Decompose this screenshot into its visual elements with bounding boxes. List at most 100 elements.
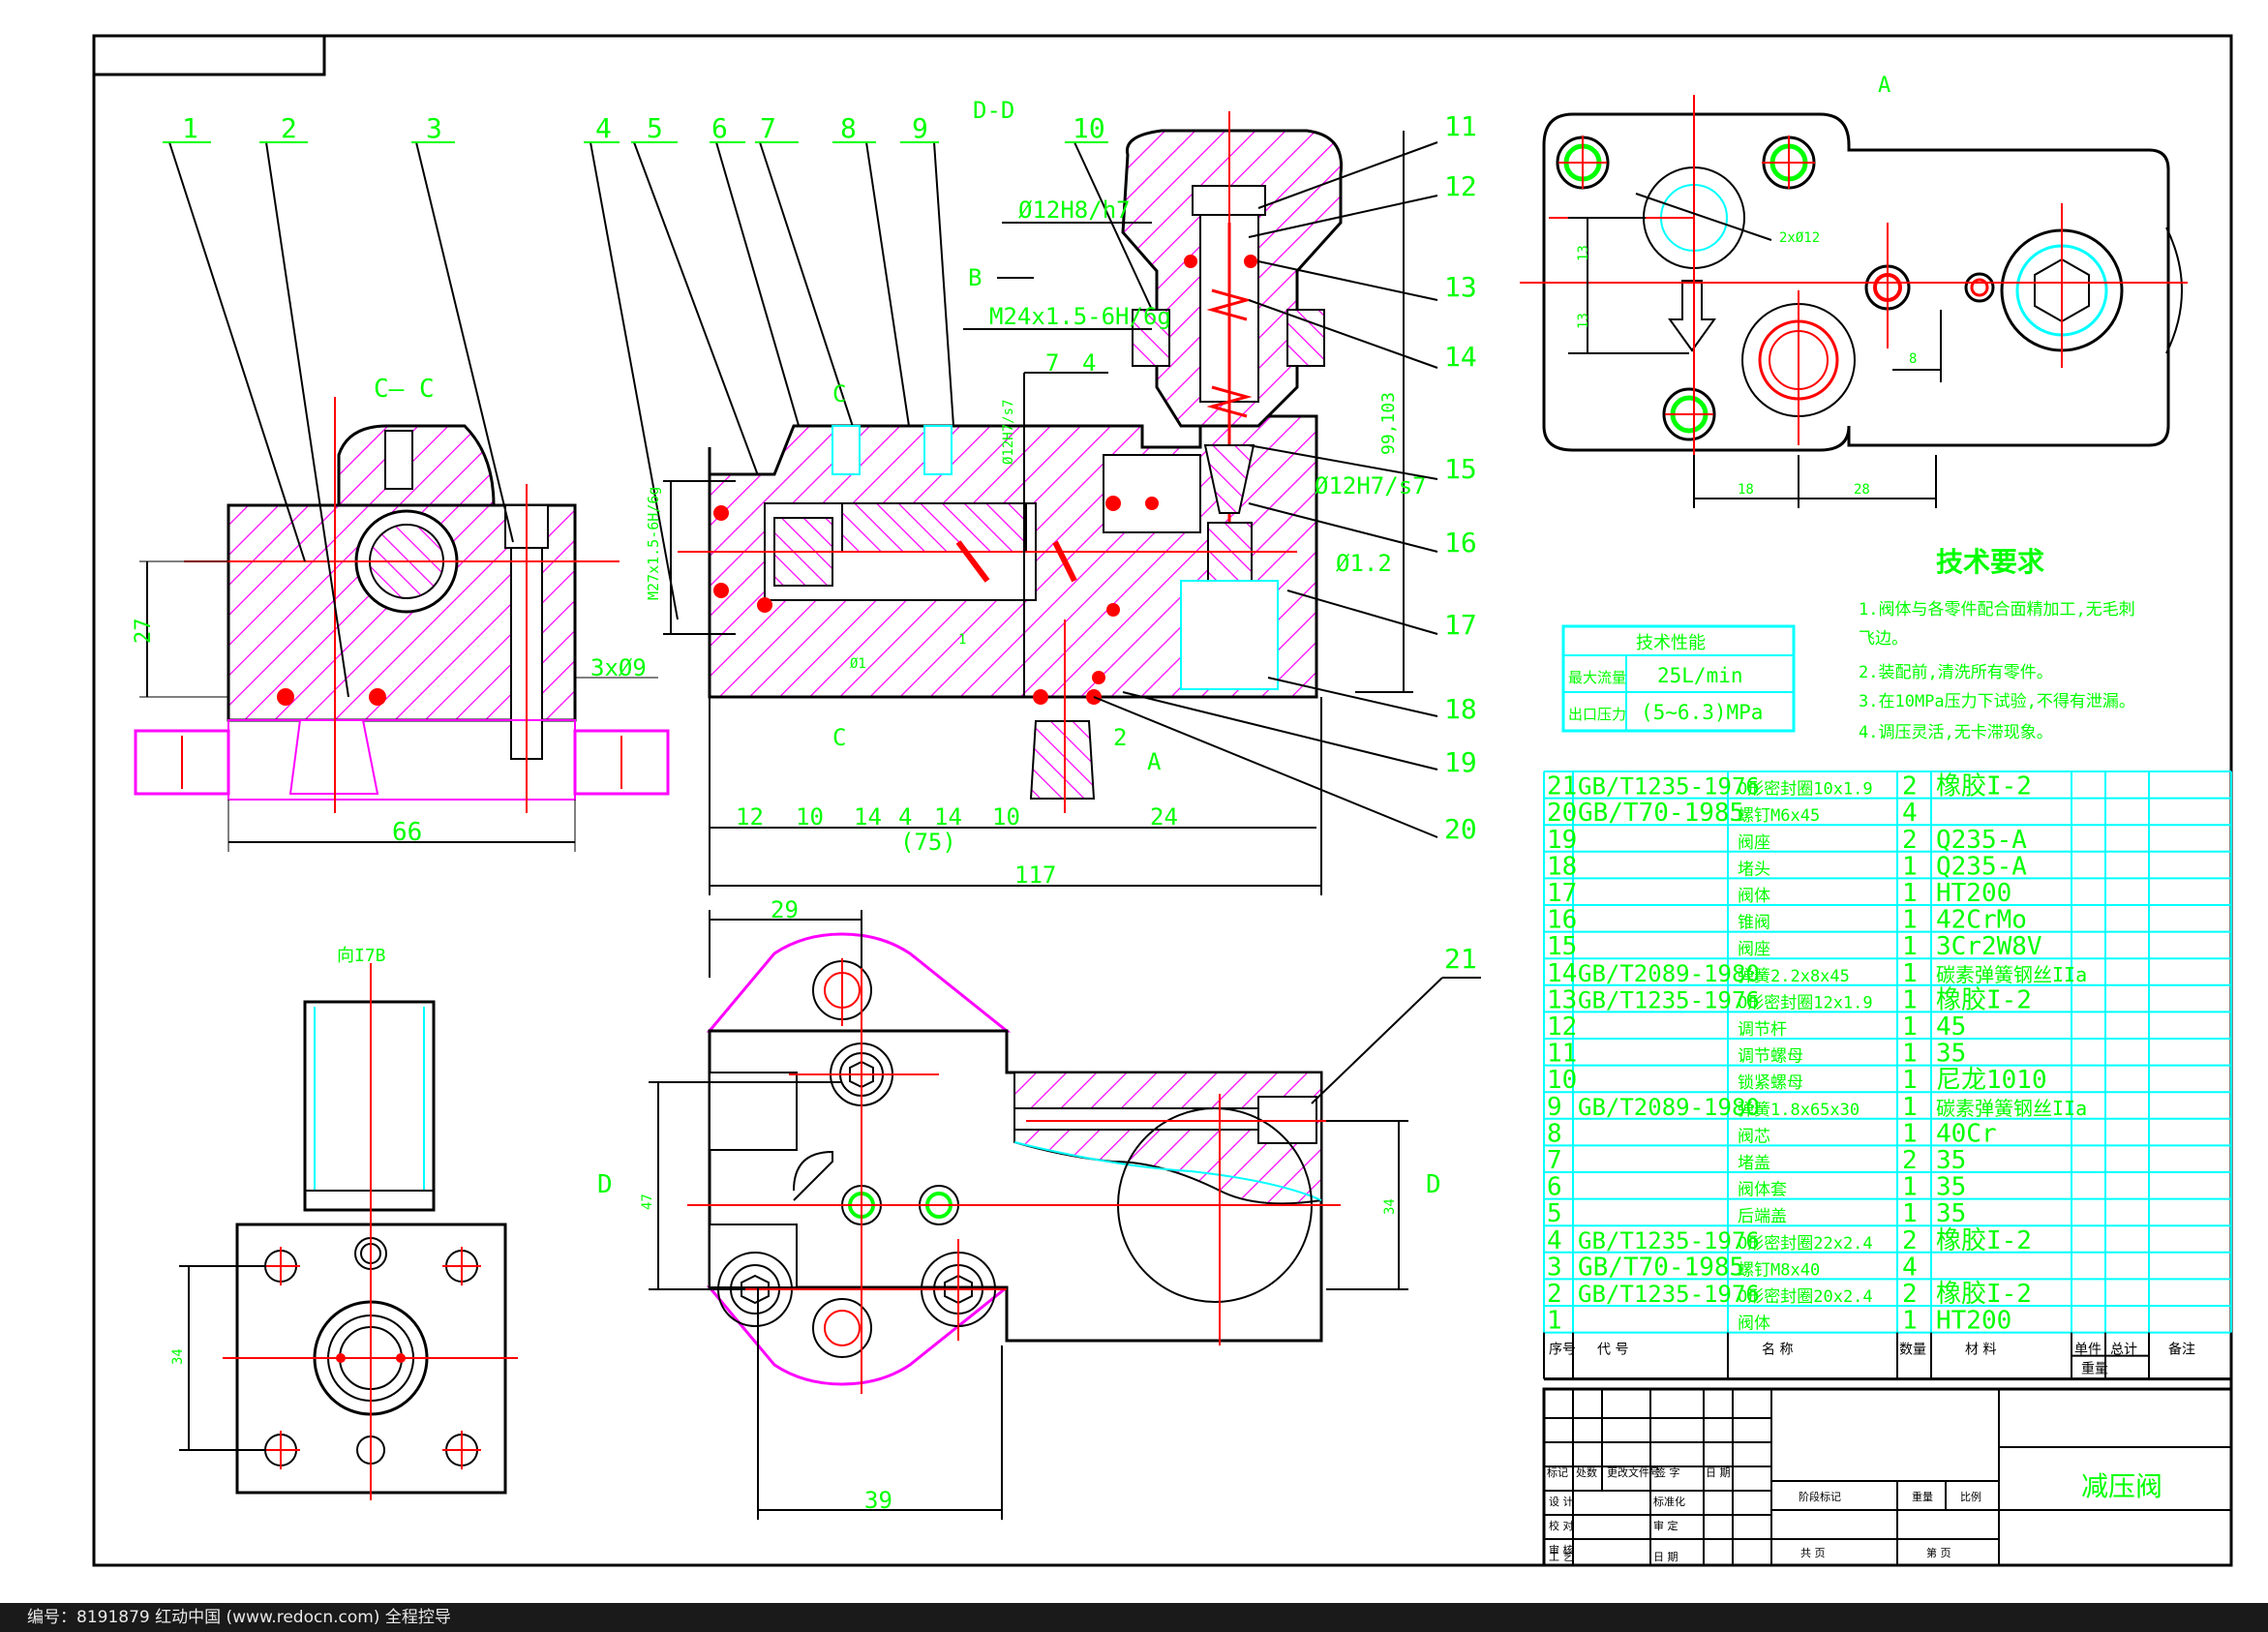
dim-24: 24: [1150, 803, 1178, 831]
bom-row-material: 45: [1936, 1012, 1966, 1042]
bom-row-qty: 1: [1902, 906, 1918, 935]
bom-row-no: 20: [1547, 799, 1577, 828]
bom-row-no: 3: [1547, 1253, 1562, 1282]
bom-row-no: 4: [1547, 1226, 1562, 1255]
bom-row-material: 橡胶I-2: [1936, 772, 2032, 801]
dim-29: 29: [771, 896, 799, 923]
balloon-14: 14: [1444, 341, 1477, 373]
balloon-17: 17: [1444, 609, 1477, 641]
section-c-bottom: C: [832, 724, 846, 751]
leaders-right: [1093, 141, 1438, 838]
balloon-19: 19: [1444, 746, 1477, 778]
bom-row-code: GB/T70-1985: [1578, 1253, 1744, 1282]
bom-row-name: 阀座: [1738, 940, 1770, 959]
tb-label-7: 审 核: [1549, 1543, 1574, 1556]
watermark-footer: 编号：8191879 红动中国 (www.redocn.com) 全程控导: [0, 1603, 2268, 1632]
balloon-3: 3: [426, 112, 442, 144]
bom-row-code: GB/T2089-1980: [1578, 1094, 1760, 1121]
bom-header-cell: 数量: [1899, 1343, 1926, 1358]
bom-row-material: 42CrMo: [1936, 906, 2027, 935]
tech-requirements: 技术要求 1.阀体与各零件配合面精加工,无毛刺 飞边。 2.装配前,清洗所有零件…: [1859, 546, 2135, 742]
bom-row-no: 17: [1547, 879, 1577, 908]
bom-row-no: 1: [1547, 1307, 1562, 1336]
part-name: 减压阀: [2081, 1470, 2162, 1502]
bom-row-qty: 1: [1902, 1012, 1918, 1042]
dim-2: 2: [1113, 724, 1127, 751]
tb-label-14: 比例: [1960, 1490, 1981, 1503]
balloon-18: 18: [1444, 693, 1477, 725]
balloon-15: 15: [1444, 453, 1477, 485]
bom-row-name: 螺钉M6x45: [1738, 806, 1820, 826]
bom-row-qty: 1: [1902, 1307, 1918, 1336]
dim-14a: 14: [854, 803, 882, 831]
balloon-7: 7: [760, 112, 776, 144]
bom-row-qty: 4: [1902, 799, 1918, 828]
dim-13a: 13: [1576, 245, 1591, 261]
bom-row-code: GB/T2089-1980: [1578, 960, 1760, 987]
dim-34: 34: [170, 1348, 186, 1365]
balloon-10: 10: [1073, 112, 1105, 144]
bom-row-name: 阀体: [1738, 1315, 1770, 1334]
bom-row-qty: 1: [1902, 1199, 1918, 1228]
dim-2xd12: 2xØ12: [1779, 230, 1820, 246]
title-block-text: 标记 处数 更改文件号 签 字 日 期 设 计 标准化 审 核 工 艺 日 期 …: [1547, 1466, 1981, 1563]
view-cc: 66 27 3xØ9 C— C: [132, 375, 670, 852]
balloon-1: 1: [182, 112, 198, 144]
view-b-arrow: B: [968, 264, 982, 291]
bom-row-no: 21: [1547, 772, 1577, 801]
bom-row-code: GB/T1235-1976: [1578, 986, 1760, 1013]
tb-label-3: 签 字: [1655, 1466, 1680, 1479]
view-a: A 13: [1520, 74, 2188, 508]
balloon-5: 5: [647, 112, 663, 144]
bom-row-qty: 1: [1902, 1119, 1918, 1148]
bom-row-name: O形密封圈22x2.4: [1738, 1234, 1873, 1254]
bom-row-qty: 1: [1902, 1066, 1918, 1095]
bom-row-no: 10: [1547, 1066, 1577, 1095]
balloon-6: 6: [711, 112, 728, 144]
perf-value-2: (5~6.3)MPa: [1641, 701, 1763, 724]
bom-row-code: GB/T1235-1976: [1578, 773, 1760, 801]
bom-row-name: 锥阀: [1738, 914, 1770, 933]
bom-header-cell: 单件: [2074, 1343, 2102, 1358]
dim-7: 7: [1045, 349, 1059, 377]
tb-label-12: 阶段标记: [1799, 1490, 1841, 1503]
dim-99-103: 99,103: [1378, 392, 1399, 455]
balloon-9: 9: [912, 112, 928, 144]
tech-line-5: 4.调压灵活,无卡滞现象。: [1859, 723, 2053, 742]
view-bottom-center: 29 39 47 34 D D: [597, 896, 1481, 1520]
bom-row-qty: 2: [1902, 1146, 1918, 1175]
bom-row-no: 11: [1547, 1040, 1577, 1069]
dim-10b: 10: [992, 803, 1020, 831]
bom-row-name: 阀座: [1738, 833, 1770, 853]
bom-header-cell: 总计: [2110, 1343, 2137, 1358]
tb-label-6: 标准化: [1653, 1495, 1685, 1508]
tech-title: 技术要求: [1936, 546, 2044, 578]
dim-small: Ø12H7/s7: [1001, 400, 1016, 465]
bom-row-material: 橡胶I-2: [1936, 1226, 2032, 1255]
balloon-13: 13: [1444, 271, 1477, 303]
bom-row-material: 35: [1936, 1146, 1966, 1175]
bom-row-name: 堵盖: [1738, 1154, 1770, 1173]
view-bottom-left: 向I7B 34: [170, 946, 518, 1500]
dim-28: 28: [1854, 482, 1870, 498]
dim-10a: 10: [796, 803, 824, 831]
bom-row-name: O形密封圈20x2.4: [1738, 1287, 1873, 1307]
dim-117: 117: [1014, 861, 1056, 889]
balloon-numbers-right: 11 12 13 14 15 16 17 18 19 20 21: [1444, 110, 1477, 975]
bom-row-name: 锁紧螺母: [1738, 1073, 1803, 1093]
tech-line-4: 3.在10MPa压力下试验,不得有泄漏。: [1859, 692, 2135, 711]
tb-label-5: 设 计: [1549, 1496, 1574, 1508]
tb-label-9: 日 期: [1653, 1551, 1678, 1563]
bom-row-material: 尼龙1010: [1936, 1066, 2047, 1095]
bom-row-no: 2: [1547, 1280, 1562, 1309]
bom-row-qty: 1: [1902, 1173, 1918, 1202]
bom-row-name: 弹簧1.8x65x30: [1738, 1101, 1860, 1120]
bom-row-no: 18: [1547, 852, 1577, 881]
bom-row-no: 14: [1547, 959, 1577, 988]
bom-row-material: Q235-A: [1936, 852, 2027, 881]
bom-row-qty: 1: [1902, 1040, 1918, 1069]
tb-label-15: 共 页: [1800, 1547, 1826, 1559]
bom-row-material: 橡胶I-2: [1936, 985, 2032, 1014]
